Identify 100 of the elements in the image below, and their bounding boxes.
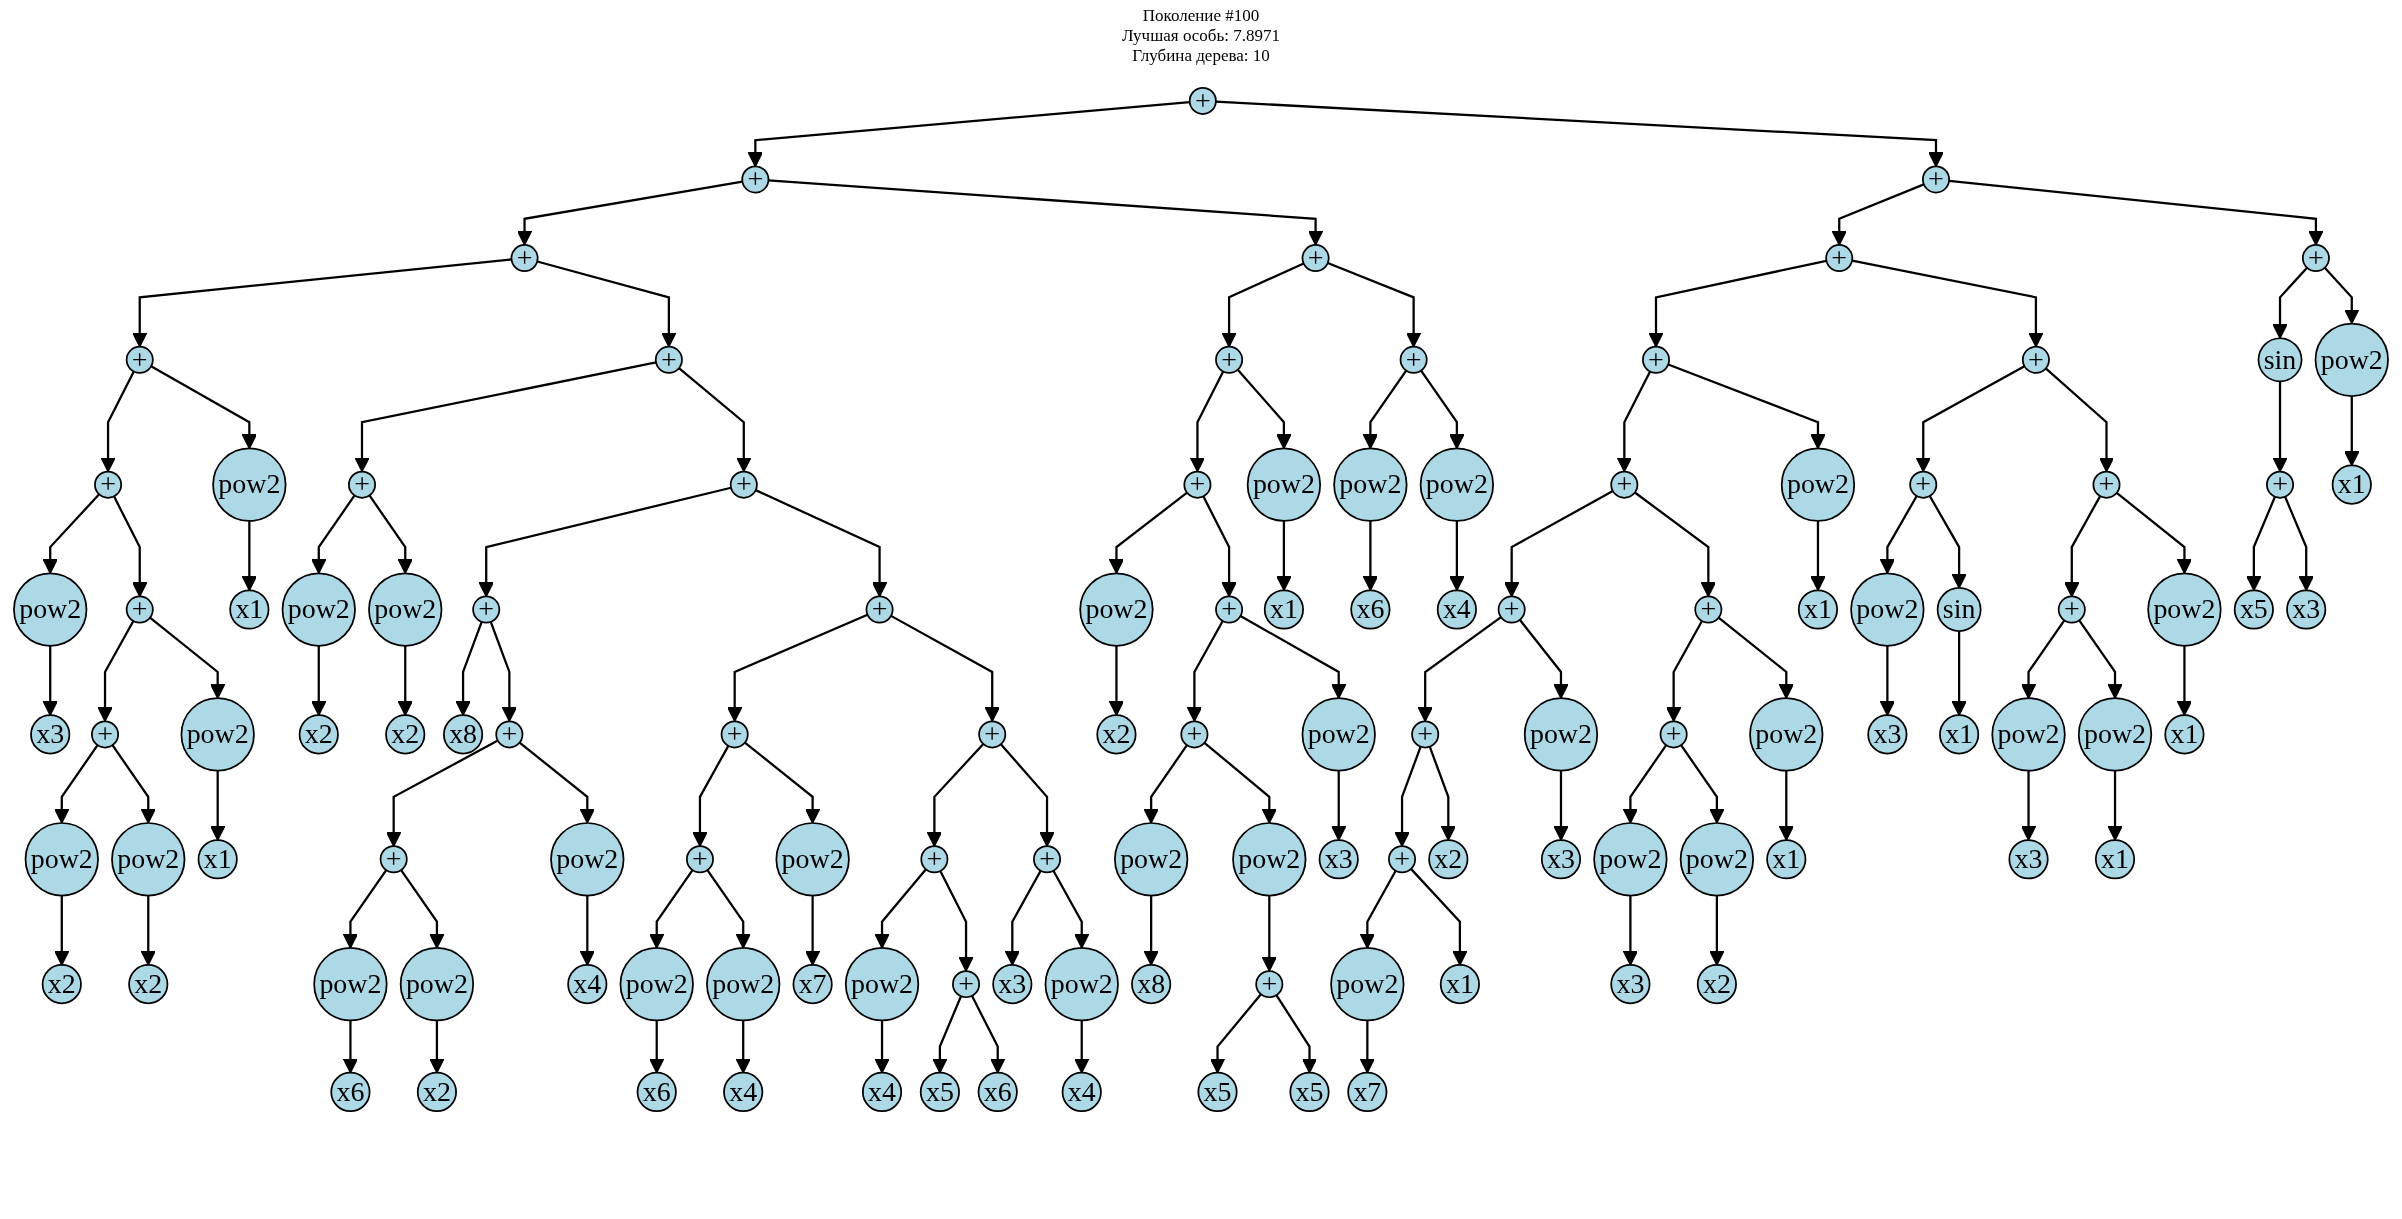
arrow	[342, 1020, 359, 1074]
arrow	[1209, 993, 1262, 1074]
arrow	[1417, 616, 1502, 722]
arrow	[54, 895, 70, 966]
arrow	[747, 100, 1190, 168]
node-circle: x4	[567, 964, 608, 1005]
arrow	[755, 489, 888, 598]
arrow	[1928, 495, 1967, 589]
arrow	[1622, 895, 1639, 966]
node-circle: x6	[330, 1071, 371, 1112]
node-circle: x3	[1867, 714, 1908, 755]
node-circle: +	[1610, 470, 1639, 499]
arrow	[1504, 490, 1614, 598]
node-circle: x3	[2008, 839, 2049, 880]
node-circle: +	[2301, 244, 2330, 273]
arrow	[1709, 895, 1725, 966]
arrow	[132, 258, 512, 348]
arrow	[429, 1020, 445, 1074]
node-circle: x3	[1540, 839, 1582, 880]
arrow	[768, 179, 1324, 246]
arrow	[1915, 365, 2025, 473]
node-circle: pow2	[1749, 697, 1824, 772]
arrow	[1948, 179, 2324, 246]
node-circle: +	[1909, 470, 1938, 499]
arrow	[1004, 870, 1042, 966]
arrow	[54, 744, 99, 824]
arrow	[1052, 870, 1090, 949]
node-circle: x3	[2286, 589, 2327, 630]
arrow	[1778, 770, 1794, 841]
node-circle: +	[379, 845, 408, 874]
arrow	[1851, 259, 2044, 348]
node-circle: x4	[1061, 1071, 1102, 1112]
arrow	[2107, 770, 2123, 841]
node-circle: x7	[1347, 1071, 1388, 1112]
node-circle: +	[1694, 595, 1723, 624]
arrow	[241, 520, 258, 591]
node-circle: x2	[1096, 714, 1137, 755]
node-circle: pow2	[2147, 572, 2222, 647]
node-circle: x2	[1428, 839, 1469, 880]
node-circle: +	[1215, 345, 1244, 374]
node-circle: pow2	[180, 697, 255, 772]
arrow	[42, 645, 58, 716]
arrow	[932, 995, 963, 1074]
node-circle: x3	[1318, 839, 1359, 880]
arrow	[1518, 619, 1569, 699]
node-circle: +	[1497, 595, 1526, 624]
arrow	[342, 869, 388, 949]
node-circle: x1	[1939, 714, 1980, 755]
arrow	[1616, 370, 1652, 473]
arrow	[1362, 369, 1408, 450]
arrow	[1810, 520, 1826, 591]
node-circle: pow2	[1301, 697, 1376, 772]
arrow	[400, 869, 445, 949]
node-circle: x6	[1350, 589, 1391, 630]
node-circle: x1	[1766, 839, 1807, 880]
arrow	[1359, 1020, 1376, 1074]
node-circle: +	[1255, 970, 1284, 999]
arrow	[386, 739, 499, 847]
arrow	[1362, 520, 1379, 591]
node-circle: +	[1659, 720, 1688, 749]
node-circle: pow2	[1850, 572, 1925, 647]
node-circle: pow2	[1246, 447, 1322, 522]
arrow	[1667, 363, 1826, 450]
arrow	[1394, 746, 1422, 847]
node-circle: pow2	[1523, 697, 1599, 772]
node-circle: sin	[2257, 337, 2303, 383]
node-circle: x7	[792, 964, 833, 1005]
node-circle: x1	[2094, 839, 2136, 880]
arrow	[2284, 496, 2314, 591]
node-circle: +	[2021, 345, 2050, 374]
node-circle: x6	[636, 1071, 677, 1112]
node-circle: +	[348, 470, 376, 499]
arrow	[1331, 770, 1347, 841]
node-circle: x1	[1263, 589, 1304, 630]
arrow	[1327, 261, 1422, 348]
arrow	[1000, 743, 1055, 847]
arrow	[210, 770, 226, 841]
arrow	[1622, 744, 1668, 824]
arrow	[678, 367, 752, 473]
arrow	[2272, 381, 2288, 473]
arrow	[311, 645, 327, 716]
arrow	[1276, 520, 1292, 591]
header-note: Лучшая особь: 7.8971	[1122, 26, 1280, 45]
node-circle: +	[1825, 244, 1854, 273]
node-circle: +	[741, 165, 770, 194]
arrow	[478, 486, 732, 598]
arrow	[890, 614, 1000, 722]
node-circle: +	[1411, 720, 1440, 749]
arrow	[311, 494, 356, 574]
node-circle: x1	[197, 839, 238, 880]
node-circle: +	[1215, 595, 1244, 624]
arrow	[874, 868, 927, 949]
node-circle: x2	[416, 1071, 457, 1112]
arrow	[354, 361, 657, 473]
node-circle: +	[510, 244, 539, 273]
node-circle: +	[686, 845, 714, 874]
arrow	[735, 1020, 751, 1074]
arrow	[1553, 770, 1569, 841]
arrow	[518, 741, 595, 824]
arrow	[1261, 895, 1277, 972]
